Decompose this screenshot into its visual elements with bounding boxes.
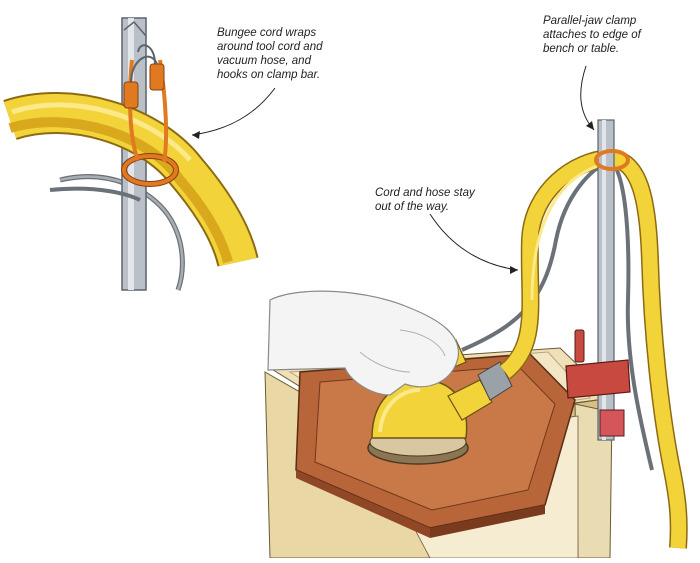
vacuum-hose <box>499 148 688 549</box>
clamp-leader-arrow <box>580 65 595 131</box>
glove-hand <box>267 290 460 396</box>
cord-hose-leader-arrow <box>429 213 519 271</box>
callout-parallel-jaw-clamp: Parallel-jaw clamp attaches to edge of b… <box>543 15 641 55</box>
clamp-bungee-cord <box>594 149 630 171</box>
callout-cord-and-hose: Cord and hose stay out of the way. <box>375 187 475 213</box>
bungee-leader-arrow <box>191 87 276 136</box>
main-scene <box>264 65 688 559</box>
detail-bungee-cord <box>121 44 179 187</box>
detail-inset <box>3 17 276 291</box>
parallel-jaw-clamp <box>565 119 631 441</box>
random-orbit-sander <box>367 339 513 465</box>
callout-bungee-cord: Bungee cord wraps around tool cord and v… <box>217 27 323 81</box>
detail-vacuum-hose <box>3 92 259 268</box>
